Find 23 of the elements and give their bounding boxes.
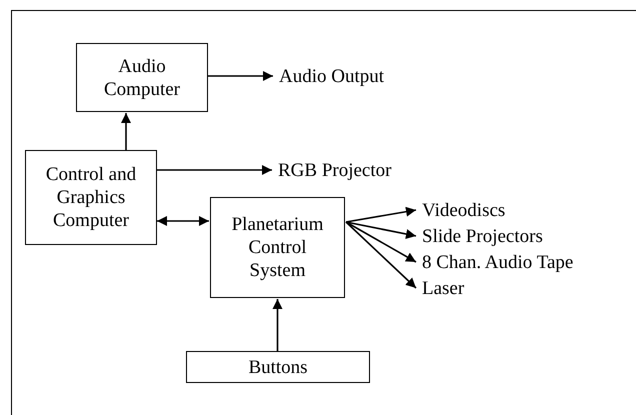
arrow bbox=[157, 165, 272, 175]
arrow bbox=[272, 299, 282, 351]
box-label: Planetarium Control System bbox=[230, 213, 324, 282]
arrow bbox=[346, 221, 416, 263]
output-label: Laser bbox=[422, 276, 464, 300]
arrow bbox=[157, 216, 209, 226]
output-label: Videodiscs bbox=[422, 198, 506, 222]
arrow bbox=[346, 206, 416, 223]
output-label: 8 Chan. Audio Tape bbox=[422, 250, 574, 274]
process-box bbox=[76, 43, 208, 112]
output-label: Audio Output bbox=[279, 64, 384, 88]
output-label: RGB Projector bbox=[278, 158, 392, 182]
output-label: Slide Projectors bbox=[422, 224, 543, 248]
arrow bbox=[346, 221, 416, 239]
arrow bbox=[121, 113, 131, 150]
box-label: Control and Graphics Computer bbox=[44, 163, 138, 232]
process-box bbox=[186, 351, 370, 383]
box-label: Audio Computer bbox=[103, 54, 181, 100]
arrow bbox=[208, 71, 273, 81]
process-box bbox=[210, 197, 345, 298]
arrow bbox=[345, 221, 417, 289]
process-box bbox=[25, 150, 157, 245]
box-label: Buttons bbox=[248, 356, 308, 378]
